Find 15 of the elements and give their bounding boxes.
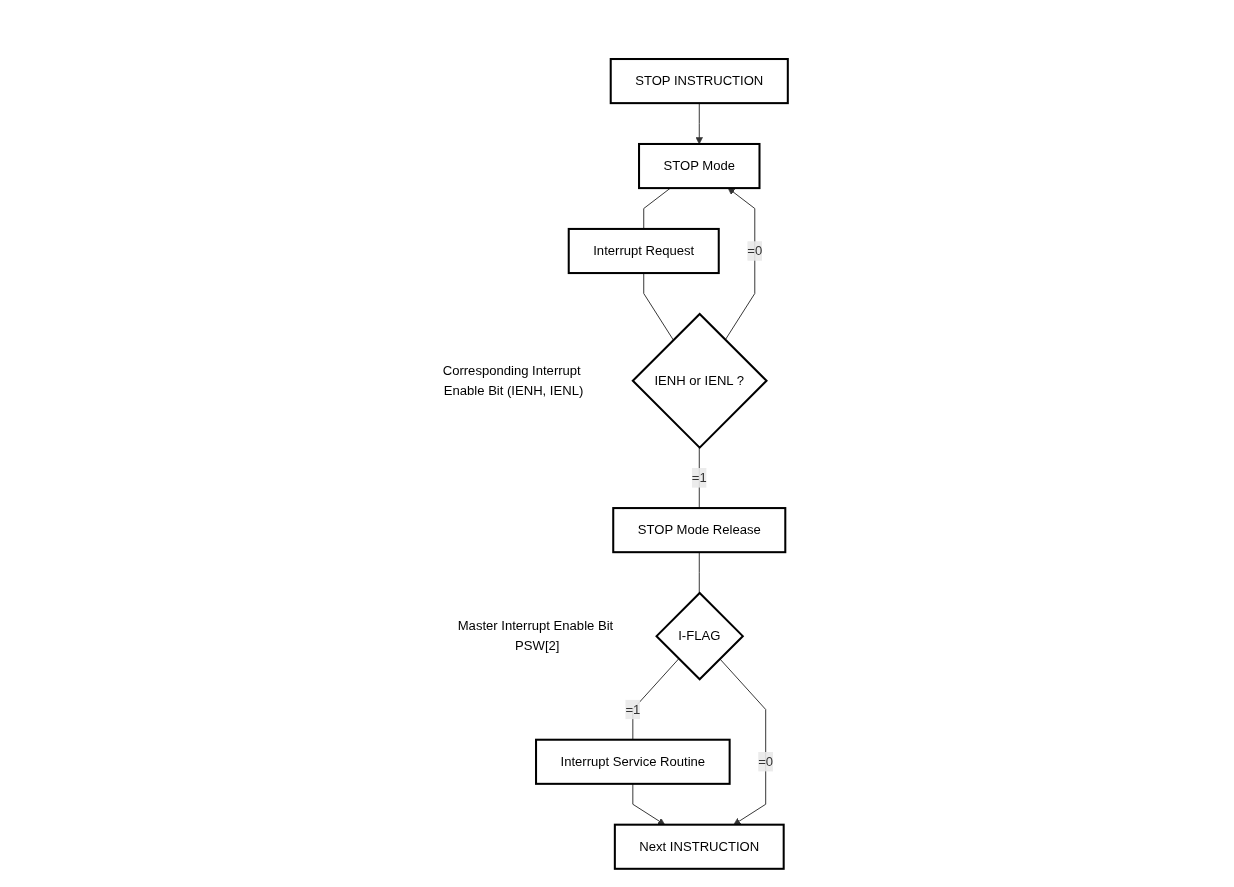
node-label: Master Interrupt Enable Bit PSW[2]	[458, 619, 614, 653]
edge-label: =0	[747, 243, 763, 258]
node-box: Interrupt Service Routine	[535, 738, 732, 785]
edge-label: =1	[625, 702, 641, 717]
node-box: Next INSTRUCTION	[614, 823, 786, 870]
node-label: Corresponding Interrupt Enable Bit (IENH, IENL)	[443, 363, 584, 398]
edge-label: =0	[758, 754, 774, 769]
node-box: STOP Mode Release	[612, 507, 787, 554]
node-box: STOP Mode	[638, 142, 761, 190]
node-diamond: IENH or IENL ?	[631, 312, 769, 450]
node-diamond: I-FLAG	[655, 591, 745, 681]
connector	[699, 447, 701, 509]
node-box: STOP INSTRUCTION	[610, 58, 790, 105]
node-box: Interrupt Request	[568, 227, 721, 275]
edge-label: =1	[692, 470, 708, 485]
